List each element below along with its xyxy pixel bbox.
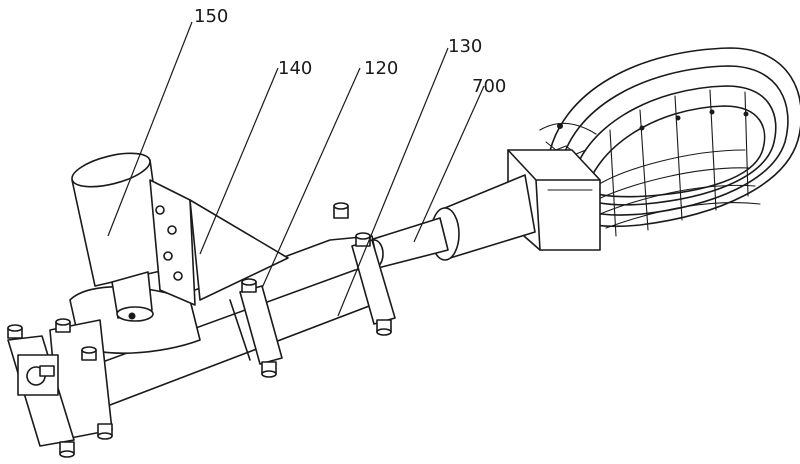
motor-150 bbox=[71, 152, 166, 322]
gripper-cage bbox=[539, 47, 800, 237]
leader-120 bbox=[261, 67, 361, 289]
ref-label-700: 700 bbox=[472, 76, 506, 97]
leader-700 bbox=[413, 85, 485, 243]
leader-lines bbox=[107, 21, 485, 317]
ref-label-120: 120 bbox=[364, 58, 398, 79]
ref-label-140: 140 bbox=[278, 58, 312, 79]
bracket-140 bbox=[149, 179, 289, 306]
leader-140 bbox=[199, 67, 279, 255]
clamp-band-front bbox=[239, 278, 283, 378]
extension-rod-700 bbox=[364, 174, 536, 269]
leader-130 bbox=[337, 47, 449, 317]
ref-label-150: 150 bbox=[194, 6, 228, 27]
mounting-flange bbox=[7, 286, 201, 458]
clamp-band-rear bbox=[333, 202, 396, 336]
leader-150 bbox=[107, 21, 193, 237]
ref-label-130: 130 bbox=[448, 36, 482, 57]
